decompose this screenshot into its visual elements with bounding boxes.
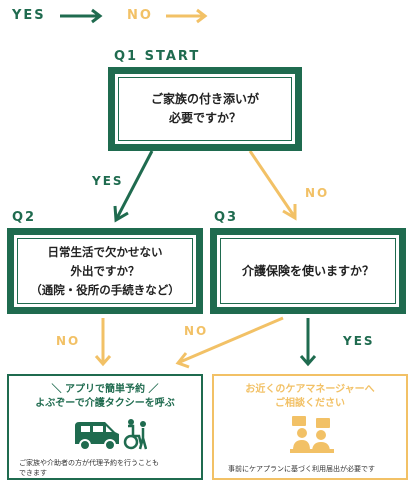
- q2-box: 日常生活で欠かせない 外出ですか？ （通院・役所の手続きなど）: [7, 228, 203, 314]
- result-app-title-line1: ＼ アプリで簡単予約 ／: [51, 384, 159, 395]
- result-care-note: 事前にケアプランに基づく利用届出が必要です: [228, 465, 375, 473]
- legend-yes-label: YES: [12, 8, 46, 23]
- q3-label: Q3: [214, 210, 239, 225]
- q2-label: Q2: [12, 210, 37, 225]
- q1-text-line1: ご家族の付き添いが: [150, 92, 259, 106]
- result-app-note-line2: できます: [19, 469, 47, 477]
- q3-yes-arrow-icon: [299, 318, 317, 367]
- result-app-note-line1: ご家族や介助者の方が代理予約を行うことも: [19, 459, 159, 467]
- legend-no-arrow-icon: [166, 8, 208, 24]
- legend-no-label: NO: [127, 8, 153, 23]
- q1-no-arrow-icon: [248, 150, 297, 221]
- q3-yes-label: YES: [343, 334, 375, 348]
- q2-no-label: NO: [56, 334, 81, 348]
- q1-label: Q1 START: [114, 49, 201, 64]
- legend-yes-arrow-icon: [60, 8, 103, 24]
- result-care-card: お近くのケアマネージャーへ ご相談ください 事前にケアプランに基づく利用届出が必…: [212, 374, 408, 480]
- wheelchair-icon: [123, 419, 147, 450]
- result-app-title-line2: よぶぞーで介護タクシーを呼ぶ: [35, 398, 175, 409]
- q1-yes-label: YES: [92, 174, 124, 188]
- q2-text-line1: 日常生活で欠かせない: [47, 244, 163, 259]
- q3-no-arrow-icon: [175, 316, 284, 369]
- q3-box: 介護保険を使いますか？: [210, 228, 406, 314]
- q2-text-line2: 外出ですか？: [70, 263, 140, 278]
- result-care-title-line1: お近くのケアマネージャーへ: [245, 384, 375, 395]
- taxi-van-icon: [75, 419, 147, 451]
- q1-box: ご家族の付き添いが 必要ですか？: [108, 67, 302, 151]
- q1-no-label: NO: [305, 186, 330, 200]
- q1-yes-arrow-icon: [113, 150, 154, 223]
- q2-text-line3: （通院・役所の手続きなど）: [30, 282, 180, 297]
- q3-no-label: NO: [184, 324, 209, 338]
- q1-text-line2: 必要ですか？: [168, 111, 241, 125]
- consultation-icon: [290, 416, 334, 453]
- result-care-title-line2: ご相談ください: [275, 398, 345, 409]
- result-app-card: ＼ アプリで簡単予約 ／ よぶぞーで介護タクシーを呼ぶ ご家族や介助者の方が代理…: [7, 374, 203, 480]
- q2-no-arrow-icon: [94, 318, 112, 367]
- q3-text-line1: 介護保険を使いますか？: [241, 263, 374, 278]
